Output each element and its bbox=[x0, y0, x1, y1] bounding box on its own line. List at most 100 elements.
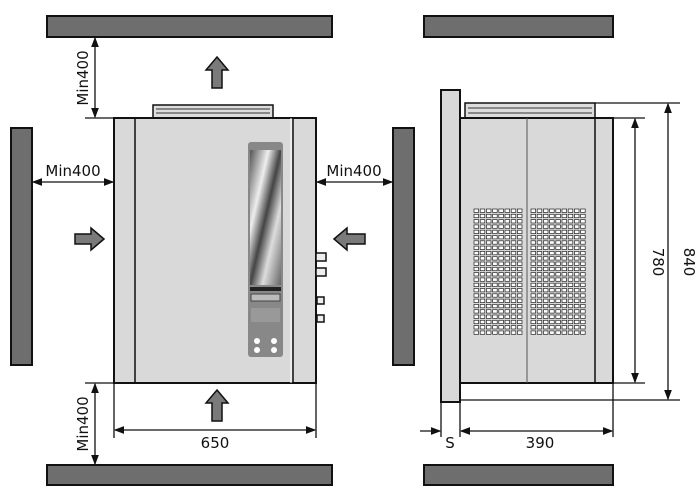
vent-slot bbox=[555, 245, 561, 250]
vent-slot bbox=[536, 293, 543, 298]
vent-slot bbox=[567, 256, 574, 261]
vent-slot bbox=[574, 266, 580, 272]
vent-slot bbox=[486, 219, 492, 224]
vent-slot bbox=[510, 282, 517, 287]
vent-slot bbox=[543, 245, 549, 250]
vent-slot bbox=[543, 293, 549, 298]
vent-slot bbox=[479, 282, 486, 287]
vent-slot bbox=[536, 298, 543, 303]
vent-slot bbox=[517, 208, 523, 213]
control-panel bbox=[248, 142, 283, 357]
vent-slot bbox=[580, 229, 586, 234]
vent-slot bbox=[517, 330, 523, 335]
vent-slot bbox=[492, 219, 498, 224]
vent-slot bbox=[549, 229, 555, 234]
vent-slot bbox=[555, 298, 561, 303]
vent-slot bbox=[530, 229, 536, 234]
vent-slot bbox=[498, 235, 504, 240]
vent-slot bbox=[549, 319, 555, 325]
vent-slot bbox=[567, 314, 574, 319]
vent-slot bbox=[543, 319, 549, 325]
wall-left bbox=[10, 127, 33, 366]
vent-slot bbox=[486, 266, 492, 272]
vent-slot bbox=[517, 298, 523, 303]
vent-slot bbox=[486, 272, 492, 277]
vent-slot bbox=[492, 325, 498, 330]
top-grille bbox=[152, 104, 274, 119]
vent-slot bbox=[517, 256, 523, 261]
vent-slot bbox=[555, 304, 561, 309]
front-view: Min400 Min400 Min400 Min400 650 bbox=[10, 15, 415, 486]
vent-slot bbox=[567, 288, 574, 293]
vent-slot bbox=[536, 309, 543, 314]
vent-slot bbox=[473, 277, 479, 282]
vent-slot bbox=[567, 330, 574, 335]
vent-slot bbox=[530, 293, 536, 298]
vent-slot bbox=[517, 261, 523, 266]
vent-slot bbox=[567, 325, 574, 330]
vent-slot bbox=[517, 219, 523, 224]
vent-slot bbox=[510, 261, 517, 266]
vent-slot bbox=[504, 319, 510, 325]
vent-slot bbox=[510, 288, 517, 293]
vent-slot bbox=[580, 325, 586, 330]
vent-slot bbox=[536, 325, 543, 330]
vent-slot bbox=[504, 224, 510, 229]
vent-slot bbox=[517, 229, 523, 234]
vent-slot bbox=[567, 245, 574, 250]
vent-slot bbox=[479, 219, 486, 224]
vent-slot bbox=[574, 288, 580, 293]
vent-slot bbox=[580, 224, 586, 229]
vent-slot bbox=[555, 224, 561, 229]
vent-slot bbox=[498, 319, 504, 325]
vent-slot bbox=[517, 293, 523, 298]
vent-slot bbox=[580, 235, 586, 240]
vent-slot bbox=[517, 272, 523, 277]
airflow-arrow-left bbox=[332, 226, 366, 252]
vent-slot bbox=[473, 213, 479, 219]
vent-slot bbox=[486, 251, 492, 256]
depth-label: 390 bbox=[526, 434, 555, 452]
unit-body bbox=[113, 117, 317, 384]
vent-slot bbox=[473, 261, 479, 266]
vent-slot bbox=[567, 219, 574, 224]
vent-slot bbox=[504, 266, 510, 272]
vent-slot bbox=[536, 314, 543, 319]
pipe-connections bbox=[315, 252, 327, 323]
vent-slot bbox=[574, 319, 580, 325]
vent-slot bbox=[549, 256, 555, 261]
vent-slot bbox=[543, 314, 549, 319]
vent-slot bbox=[536, 240, 543, 245]
vent-slot bbox=[530, 245, 536, 250]
vent-slot bbox=[479, 256, 486, 261]
vent-slot bbox=[549, 219, 555, 224]
vent-slot bbox=[486, 229, 492, 234]
vent-slot bbox=[517, 309, 523, 314]
vent-slot bbox=[574, 309, 580, 314]
vent-slot bbox=[479, 235, 486, 240]
vent-slot bbox=[567, 224, 574, 229]
vent-slot bbox=[504, 261, 510, 266]
vent-slot bbox=[561, 219, 567, 224]
vent-slot bbox=[504, 240, 510, 245]
clearance-right-label: Min400 bbox=[326, 162, 381, 180]
vent-slot bbox=[580, 240, 586, 245]
vent-slot bbox=[492, 298, 498, 303]
vent-slot bbox=[574, 256, 580, 261]
vent-slot bbox=[479, 240, 486, 245]
vent-slot bbox=[498, 325, 504, 330]
vent-slot bbox=[567, 277, 574, 282]
vent-slot bbox=[530, 256, 536, 261]
vent-slot bbox=[561, 229, 567, 234]
vent-slot bbox=[479, 293, 486, 298]
vent-slot bbox=[479, 325, 486, 330]
vent-slot bbox=[498, 293, 504, 298]
vent-slot bbox=[492, 208, 498, 213]
vent-slot bbox=[574, 277, 580, 282]
vent-slot bbox=[555, 325, 561, 330]
vent-slot bbox=[580, 288, 586, 293]
vent-slot bbox=[517, 325, 523, 330]
vent-slot bbox=[473, 330, 479, 335]
vent-slot bbox=[580, 261, 586, 266]
